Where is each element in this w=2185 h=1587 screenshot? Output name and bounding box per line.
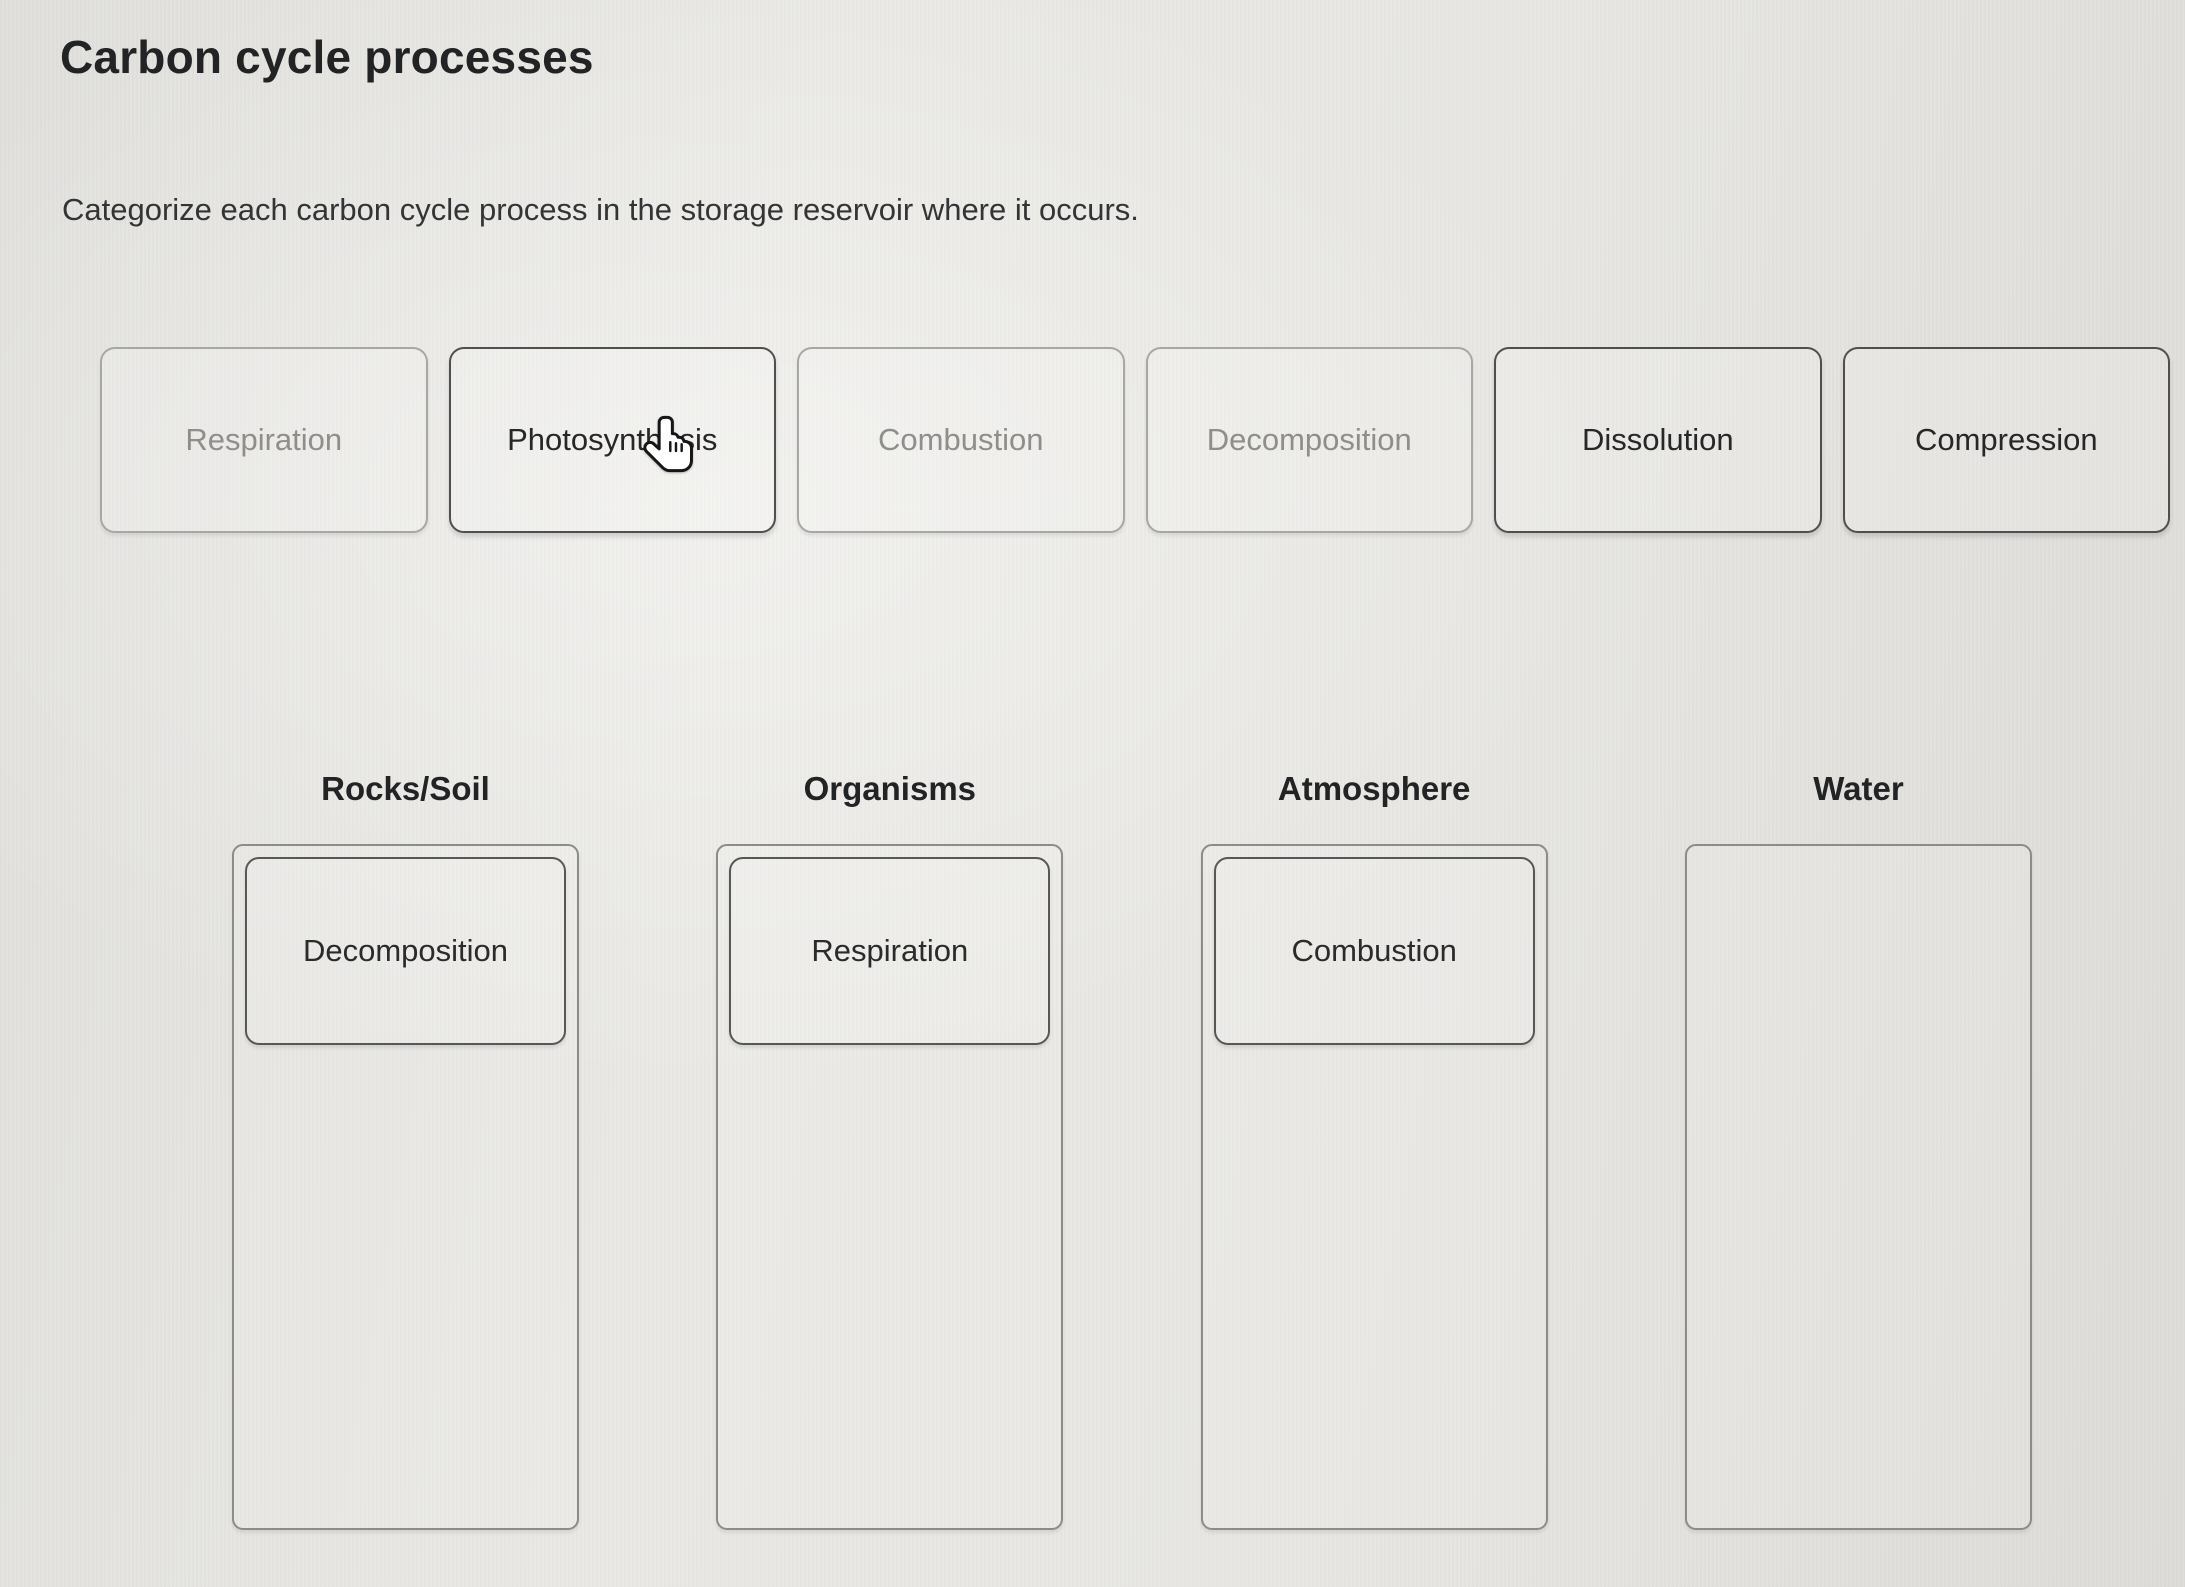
category-label-atmosphere: Atmosphere bbox=[1277, 770, 1471, 807]
process-chip-photosynthesis[interactable]: Photosynthesis bbox=[448, 347, 776, 533]
instruction-text: Categorize each carbon cycle process in … bbox=[62, 192, 1139, 227]
process-chip-dissolution[interactable]: Dissolution bbox=[1494, 347, 1822, 533]
dropzone-atmosphere[interactable]: Combustion bbox=[1200, 844, 1548, 1530]
category-label-organisms: Organisms bbox=[803, 770, 977, 807]
category-label-water: Water bbox=[1813, 770, 1904, 807]
dropzone-organisms[interactable]: Respiration bbox=[716, 844, 1064, 1530]
page-title: Carbon cycle processes bbox=[60, 31, 594, 83]
process-chip-compression[interactable]: Compression bbox=[1842, 347, 2170, 533]
placed-chip-decomposition[interactable]: Decomposition bbox=[245, 857, 566, 1045]
dropzone-rocks-soil[interactable]: Decomposition bbox=[232, 844, 579, 1530]
placed-chip-combustion[interactable]: Combustion bbox=[1213, 857, 1535, 1045]
process-chip-decomposition[interactable]: Decomposition bbox=[1145, 347, 1473, 533]
dropzone-water[interactable] bbox=[1684, 844, 2032, 1530]
category-water: Water bbox=[1684, 766, 2032, 1530]
process-chip-respiration[interactable]: Respiration bbox=[100, 347, 428, 533]
category-label-rocks-soil: Rocks/Soil bbox=[321, 770, 490, 807]
process-chip-combustion[interactable]: Combustion bbox=[797, 347, 1125, 533]
placed-chip-respiration[interactable]: Respiration bbox=[729, 857, 1051, 1045]
